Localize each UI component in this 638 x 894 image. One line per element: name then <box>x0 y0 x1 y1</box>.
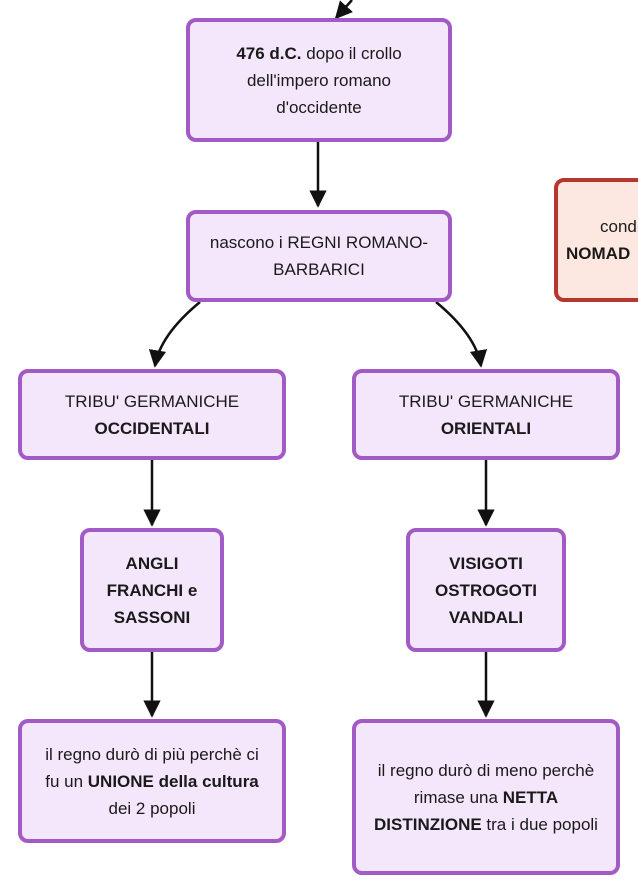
node-ori-result: il regno durò di meno perchè rimase una … <box>352 719 620 875</box>
node-side-partial: conduNOMAD <box>554 178 638 302</box>
node-crollo-bold: 476 d.C. <box>236 43 302 63</box>
edge-regni-ori <box>435 301 488 368</box>
node-tribu-orientali: TRIBU' GERMANICHE ORIENTALI <box>352 369 620 460</box>
node-ori-result-text2: tra i due popoli <box>481 814 598 834</box>
edge-regni-occ <box>148 301 201 368</box>
node-ori-text: TRIBU' GERMANICHE <box>398 391 574 411</box>
node-tribu-occidentali: TRIBU' GERMANICHE OCCIDENTALI <box>18 369 286 460</box>
node-side-bold: NOMAD <box>566 244 631 263</box>
node-regni-text: nascono i REGNI ROMANO-BARBARICI <box>209 233 429 279</box>
node-occ-result-bold: UNIONE della cultura <box>87 771 259 791</box>
node-occ-result-text1: il regno durò di più perchè ci fu un <box>45 744 259 791</box>
node-side-text: condu <box>600 217 638 236</box>
node-visigoti-ostrogoti-vandali: VISIGOTI OSTROGOTI VANDALI <box>406 528 566 652</box>
node-occ-result: il regno durò di più perchè ci fu un UNI… <box>18 719 286 843</box>
node-angli-franchi-sassoni: ANGLI FRANCHI e SASSONI <box>80 528 224 652</box>
node-crollo-text: dopo il crollo dell'impero romano d'occi… <box>246 43 402 117</box>
node-occ-bold: OCCIDENTALI <box>94 418 210 438</box>
node-ori-bold: ORIENTALI <box>440 418 532 438</box>
edge-top-incoming <box>334 0 354 20</box>
node-anglo-bold: ANGLI FRANCHI e SASSONI <box>106 553 198 627</box>
node-ori-result-text1: il regno durò di meno perchè rimase una <box>377 760 595 807</box>
node-occ-text: TRIBU' GERMANICHE <box>64 391 240 411</box>
node-visi-bold: VISIGOTI OSTROGOTI VANDALI <box>435 553 537 627</box>
node-regni-romano-barbarici: nascono i REGNI ROMANO-BARBARICI <box>186 210 452 302</box>
node-ori-result-bold: NETTA DISTINZIONE <box>374 787 559 834</box>
node-occ-result-text2: dei 2 popoli <box>108 798 196 818</box>
node-crollo-impero: 476 d.C. dopo il crollo dell'impero roma… <box>186 18 452 142</box>
